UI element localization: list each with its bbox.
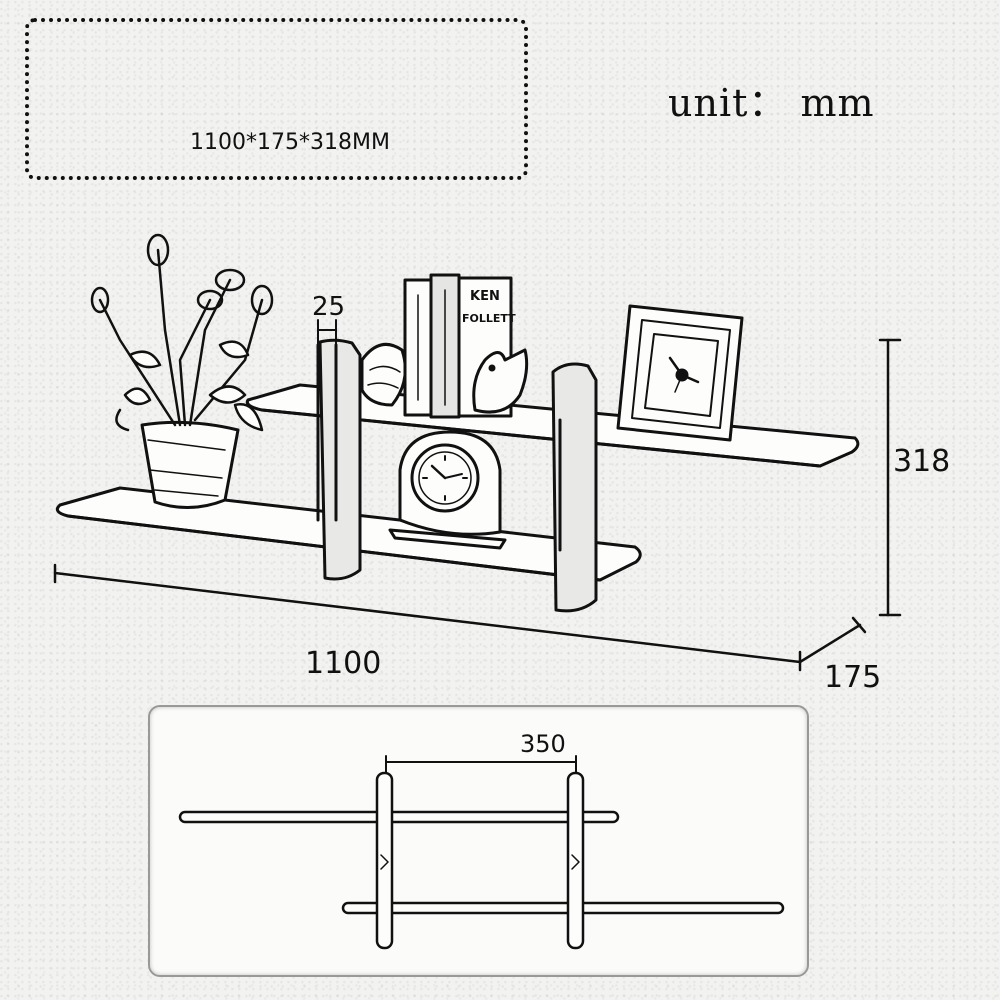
dim-spacing-label: 350 <box>520 730 566 758</box>
plan-view <box>178 755 785 950</box>
dim-thickness-line <box>317 319 337 346</box>
dim-height-label: 318 <box>893 444 951 479</box>
top-view-panel <box>148 705 809 977</box>
dim-width-line <box>53 563 802 672</box>
right-post <box>551 362 598 613</box>
mantel-clock <box>388 430 507 550</box>
book-text-2: FOLLETT <box>462 312 516 325</box>
book-text-1: KEN <box>470 289 500 304</box>
dim-height-line <box>878 338 902 617</box>
dim-thickness-label: 25 <box>312 292 346 322</box>
dimensions-label: 1100*175*318MM <box>190 130 390 155</box>
dim-depth-label: 175 <box>824 660 882 695</box>
plant-pot <box>140 420 240 510</box>
dim-width-label: 1100 <box>305 646 382 681</box>
unit-label: unit： mm <box>668 81 875 125</box>
dim-depth-line <box>798 616 867 664</box>
frame-clock <box>616 304 744 442</box>
spec-box <box>25 18 528 180</box>
left-post <box>316 338 362 581</box>
bird-figurine <box>472 348 529 414</box>
plant-leaves <box>90 233 274 432</box>
shell-ornament <box>360 342 407 407</box>
